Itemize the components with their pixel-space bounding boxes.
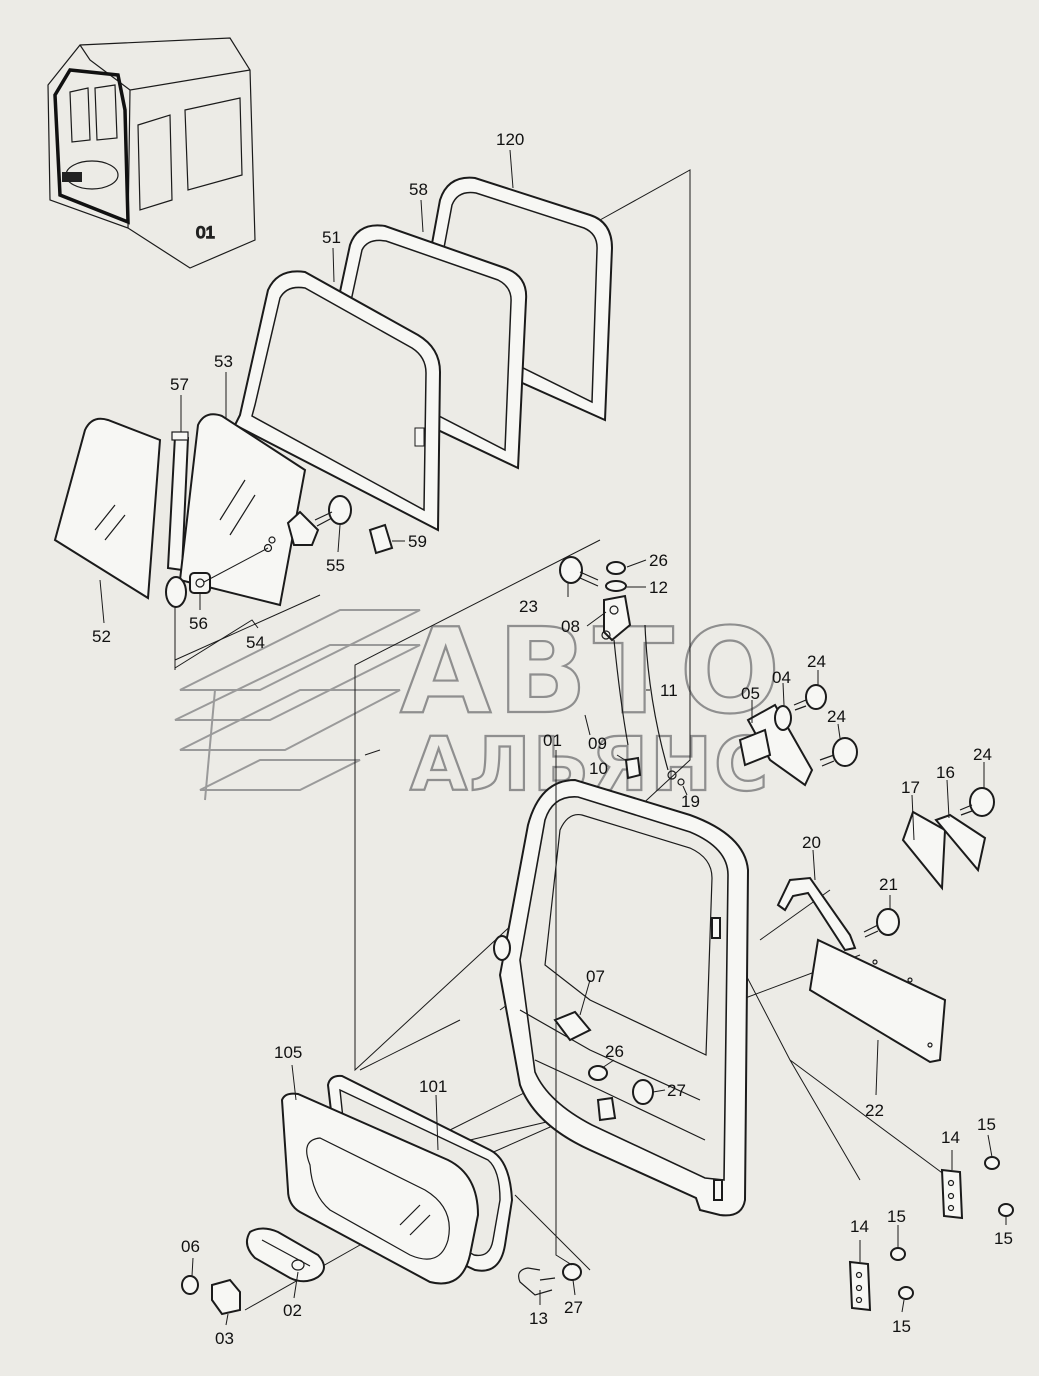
callout-09: 09 xyxy=(588,734,607,753)
callout-26-top: 26 xyxy=(649,551,668,570)
cab-inset-view: 01 xyxy=(47,37,256,269)
door-frame-01 xyxy=(493,778,750,1217)
cab-inset-door-icon xyxy=(53,68,130,225)
callout-07: 07 xyxy=(586,967,605,986)
callout-52: 52 xyxy=(92,627,111,646)
callout-54: 54 xyxy=(246,633,265,652)
leader-lines xyxy=(99,149,1007,1326)
callout-14-upper: 14 xyxy=(941,1128,960,1147)
callout-15-b: 15 xyxy=(994,1229,1013,1248)
striker-assembly xyxy=(738,684,858,787)
bolt-55 xyxy=(314,495,352,527)
callout-53: 53 xyxy=(214,352,233,371)
nut-27 xyxy=(562,1263,582,1281)
handle-03 xyxy=(211,1278,241,1316)
glass-52 xyxy=(53,417,162,600)
callout-11: 11 xyxy=(660,681,678,700)
watermark: АВТО АЛЬЯНС xyxy=(174,601,786,809)
callout-27-bottom: 27 xyxy=(564,1298,583,1317)
hinge-lower-14 xyxy=(848,1247,914,1312)
callout-27-right: 27 xyxy=(667,1081,686,1100)
callout-22: 22 xyxy=(865,1101,884,1120)
callout-23: 23 xyxy=(519,597,538,616)
callout-04: 04 xyxy=(772,668,791,687)
cab-inset-label: 01 xyxy=(196,223,215,242)
bolt-21 xyxy=(863,908,900,938)
callout-16: 16 xyxy=(936,763,955,782)
seal-51 xyxy=(233,270,442,532)
callout-51: 51 xyxy=(322,228,341,247)
callout-05: 05 xyxy=(741,684,760,703)
callout-105: 105 xyxy=(274,1043,302,1062)
ubolt-13 xyxy=(518,1267,556,1296)
callout-58: 58 xyxy=(409,180,428,199)
callout-101: 101 xyxy=(419,1077,447,1096)
callout-21: 21 xyxy=(879,875,898,894)
callout-55: 55 xyxy=(326,556,345,575)
glass-105 xyxy=(280,1092,480,1285)
callout-12: 12 xyxy=(649,578,668,597)
callout-08: 08 xyxy=(561,617,580,636)
callout-10: 10 xyxy=(589,759,608,778)
strip-57 xyxy=(166,431,190,572)
callout-17: 17 xyxy=(901,778,920,797)
callout-01: 01 xyxy=(543,731,562,750)
knob-06 xyxy=(181,1275,199,1295)
callout-24-b: 24 xyxy=(827,707,846,726)
callout-59: 59 xyxy=(408,532,427,551)
callout-14-lower: 14 xyxy=(850,1217,869,1236)
panel-22 xyxy=(808,938,947,1064)
callout-26-bottom: 26 xyxy=(605,1042,624,1061)
callout-57: 57 xyxy=(170,375,189,394)
callout-24-c: 24 xyxy=(973,745,992,764)
glass-53 xyxy=(178,413,307,607)
hinge-upper-14 xyxy=(940,1156,1014,1220)
handle-plate-02 xyxy=(245,1227,325,1283)
clip-59 xyxy=(368,523,394,555)
callout-120: 120 xyxy=(496,130,524,149)
callout-02: 02 xyxy=(283,1301,302,1320)
watermark-line1: АВТО xyxy=(400,602,786,740)
callout-24-a: 24 xyxy=(807,652,826,671)
watermark-logo-icon xyxy=(174,609,421,801)
callout-06: 06 xyxy=(181,1237,200,1256)
callout-labels: 120 58 51 57 53 52 56 54 55 59 26 12 23 … xyxy=(92,130,1013,1348)
callout-20: 20 xyxy=(802,833,821,852)
lock-assembly xyxy=(559,556,685,786)
callout-56: 56 xyxy=(189,614,208,633)
handle-20 xyxy=(776,876,857,952)
latch-54-parts xyxy=(165,510,320,608)
callout-15-d: 15 xyxy=(892,1317,911,1336)
callout-19: 19 xyxy=(681,792,700,811)
callout-15-a: 15 xyxy=(977,1115,996,1134)
callout-03: 03 xyxy=(215,1329,234,1348)
callout-15-c: 15 xyxy=(887,1207,906,1226)
callout-13: 13 xyxy=(529,1309,548,1328)
